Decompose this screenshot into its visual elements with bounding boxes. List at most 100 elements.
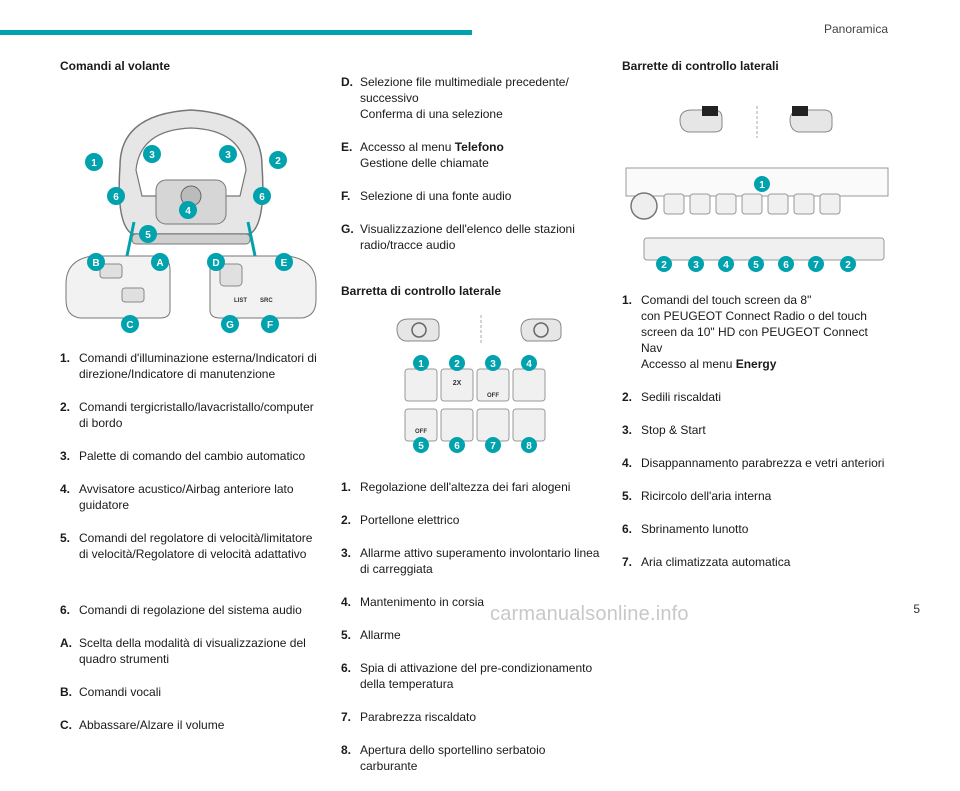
callout-3: 3 [485,355,501,371]
svg-text:5: 5 [753,260,759,271]
side-bar-list: 1.Regolazione dell'altezza dei fari alog… [341,463,603,791]
callout-1: 1 [85,153,103,171]
callout-4: 4 [718,256,734,272]
list-item: 1.Comandi d'illuminazione esterna/Indica… [60,351,317,381]
list-item: D.Selezione file multimediale precedente… [341,75,569,121]
svg-text:3: 3 [490,359,496,370]
list-item: 3.Palette di comando del cambio automati… [60,449,306,463]
callout-1: 1 [754,176,770,192]
list-item: 6.Sbrinamento lunotto [622,522,749,536]
svg-text:6: 6 [783,260,789,271]
section-title: Panoramica [823,22,888,36]
callout-D: D [207,253,225,271]
tailgate-button-label: 2X [453,380,462,387]
callout-A: A [151,253,169,271]
callout-C: C [121,315,139,333]
list-item: 4.Avvisatore acustico/Airbag anteriore l… [60,482,294,512]
svg-text:4: 4 [185,206,191,217]
svg-text:2: 2 [275,156,281,167]
src-button-label: SRC [260,298,273,304]
side-bars-list: 1.Comandi del touch screen da 8" con PEU… [622,276,892,587]
callout-3: 3 [688,256,704,272]
alarm-off-label: OFF [415,429,427,435]
callout-8: 8 [521,437,537,453]
list-item: 1.Regolazione dell'altezza dei fari alog… [341,480,571,494]
side-bars-figure: 1 2 3 4 5 6 7 2 [625,106,889,272]
svg-text:6: 6 [113,192,119,203]
callout-6: 6 [449,437,465,453]
page-number: 5 [913,602,920,616]
callout-3-right: 3 [219,145,237,163]
steering-wheel-figure: LIST SRC 1 2 3 3 6 6 4 5 B A C D E G F [65,109,317,333]
list-item: F.Selezione di una fonte audio [341,189,512,203]
list-item: C.Abbassare/Alzare il volume [60,718,225,732]
svg-text:3: 3 [149,150,155,161]
column-side-bars: Barrette di controllo laterali 1 2 3 4 5… [622,58,892,587]
svg-text:6: 6 [259,192,265,203]
column-side-bar: D.Selezione file multimediale precedente… [341,58,603,791]
list-item: 2.Sedili riscaldati [622,390,722,404]
watermark: carmanualsonline.info [490,603,689,625]
list-item: 2.Portellone elettrico [341,513,460,527]
list-item: 4.Disappannamento parabrezza e vetri ant… [622,456,885,470]
column-steering-controls: Comandi al volante LIST SRC 1 2 3 3 6 6 … [60,58,322,750]
list-item: 2.Comandi tergicristallo/lavacristallo/c… [60,400,314,430]
svg-text:3: 3 [693,260,699,271]
svg-text:2: 2 [454,359,460,370]
svg-text:2: 2 [845,260,851,271]
list-item: 6.Spia di attivazione del pre-condiziona… [341,661,593,691]
list-item: 7.Parabrezza riscaldato [341,710,477,724]
side-bar-figure: 2X OFF OFF 1 2 3 4 5 6 7 8 [396,315,562,453]
callout-B: B [87,253,105,271]
heading-steering-controls: Comandi al volante [60,59,171,73]
svg-text:1: 1 [91,158,97,169]
callout-2-left: 2 [656,256,672,272]
steering-list-a: 1.Comandi d'illuminazione esterna/Indica… [60,334,322,579]
svg-text:2: 2 [661,260,667,271]
callout-4: 4 [521,355,537,371]
svg-text:C: C [126,320,133,331]
svg-text:F: F [267,320,273,331]
svg-text:B: B [92,258,99,269]
svg-text:1: 1 [759,180,765,191]
list-item: 5.Comandi del regolatore di velocità/lim… [60,531,313,561]
list-item: 5.Allarme [341,628,401,642]
svg-text:8: 8 [526,441,532,452]
list-button-label: LIST [234,298,247,304]
list-item: 5.Ricircolo dell'aria interna [622,489,772,503]
svg-text:G: G [226,320,234,331]
callout-6-right: 6 [253,187,271,205]
svg-text:A: A [156,258,163,269]
callout-F: F [261,315,279,333]
svg-text:E: E [281,258,288,269]
accent-bar [0,30,472,35]
svg-text:6: 6 [454,441,460,452]
svg-text:D: D [212,258,219,269]
callout-2-right: 2 [840,256,856,272]
svg-text:5: 5 [418,441,424,452]
svg-text:5: 5 [145,230,151,241]
svg-text:7: 7 [490,441,496,452]
svg-text:3: 3 [225,150,231,161]
callout-2: 2 [269,151,287,169]
callout-5: 5 [139,225,157,243]
callout-1: 1 [413,355,429,371]
callout-3-left: 3 [143,145,161,163]
heading-side-bars: Barrette di controllo laterali [622,59,779,73]
callout-5: 5 [748,256,764,272]
callout-2: 2 [449,355,465,371]
svg-text:7: 7 [813,260,819,271]
steering-list-b: 6.Comandi di regolazione del sistema aud… [60,586,322,750]
list-item: A.Scelta della modalità di visualizzazio… [60,636,306,666]
list-item: 1.Comandi del touch screen da 8" con PEU… [622,293,868,371]
steering-list-c: D.Selezione file multimediale precedente… [341,58,603,270]
callout-6: 6 [778,256,794,272]
callout-G: G [221,315,239,333]
lane-alert-off-label: OFF [487,393,499,399]
svg-text:1: 1 [418,359,424,370]
list-item: 3.Allarme attivo superamento involontari… [341,546,600,576]
svg-text:4: 4 [526,359,532,370]
list-item: 8.Apertura dello sportellino serbatoio c… [341,743,546,773]
callout-5: 5 [413,437,429,453]
heading-side-bar: Barretta di controllo laterale [341,284,502,298]
